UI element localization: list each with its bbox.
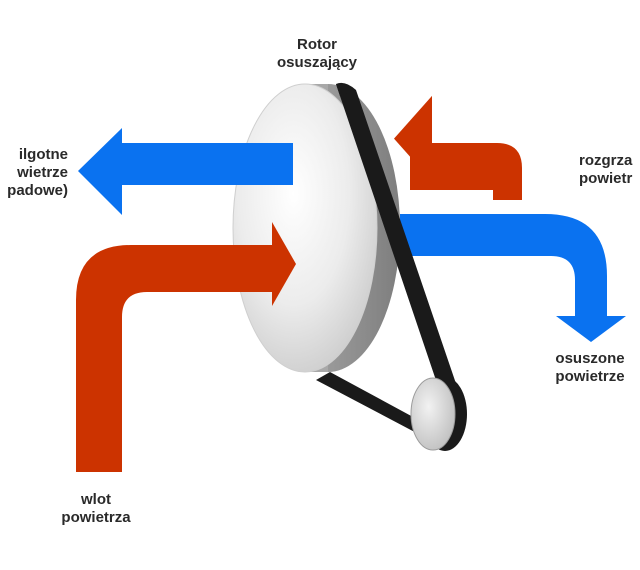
heated-air-label: rozgrza powietr: [579, 152, 640, 188]
rotor-label-line2: osuszający: [276, 54, 358, 71]
dried-air-arrow: [400, 214, 626, 342]
dried-air-label-line1: osuszone: [555, 350, 625, 367]
wet-air-label: ilgotne wietrze padowe): [0, 146, 68, 200]
wet-air-arrow: [78, 128, 293, 215]
inlet-air-arrow: [76, 222, 296, 472]
rotor-label: Rotor osuszający: [262, 36, 372, 72]
drive-pulley: [410, 377, 467, 451]
dried-air-label-line2: powietrze: [555, 368, 625, 385]
dried-air-label: osuszone powietrze: [540, 350, 640, 386]
heated-air-arrow: [394, 95, 522, 200]
inlet-air-label-line2: powietrza: [61, 509, 131, 526]
heated-air-label-line1: rozgrza: [579, 152, 633, 169]
wet-air-label-line1: ilgotne: [18, 146, 68, 163]
wet-air-label-line3: padowe): [7, 182, 68, 199]
inlet-air-label-line1: wlot: [81, 491, 111, 508]
desiccant-rotor: [232, 83, 400, 373]
heated-air-label-line2: powietr: [579, 170, 633, 187]
drive-belt: [316, 82, 465, 438]
inlet-air-label: wlot powietrza: [46, 491, 146, 527]
wet-air-label-line2: wietrze: [17, 164, 68, 181]
rotor-label-line1: Rotor: [297, 36, 337, 53]
